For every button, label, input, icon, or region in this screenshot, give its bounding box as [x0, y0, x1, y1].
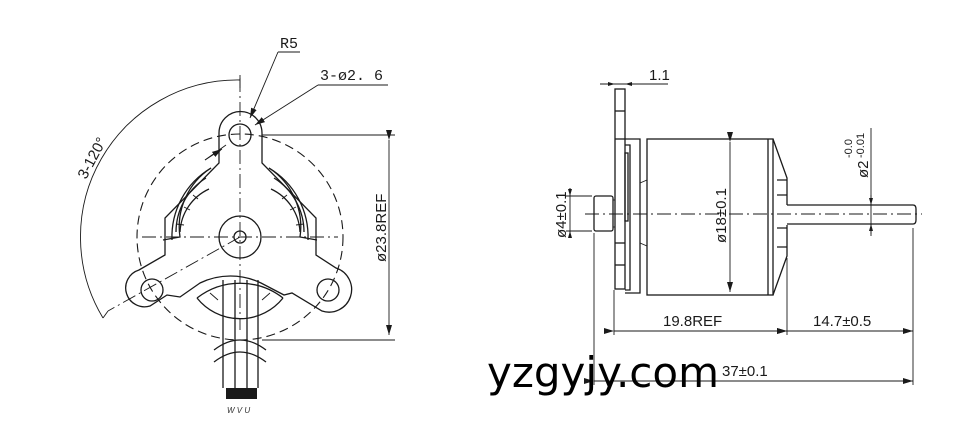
side-view: 1.1 ø4±0.1 ø18±0.1 ø2 -0.0 -0.01 19.8REF…	[553, 67, 922, 385]
shaft	[787, 204, 917, 225]
boss-diameter-label: ø4±0.1	[553, 191, 570, 238]
shaft-length-label: 14.7±0.5	[813, 313, 871, 330]
body-diameter-label: ø18±0.1	[713, 188, 730, 243]
hub-outer	[218, 215, 262, 259]
front-view: W V U ø23.8REF R5 3-ø2. 6 3-120°	[75, 36, 395, 415]
radius-label: R5	[280, 36, 298, 53]
wire-bundle	[213, 280, 267, 399]
bolt-circle-label: ø23.8REF	[373, 194, 390, 262]
flange-plate	[614, 88, 626, 290]
angle-label: 3-120°	[75, 135, 111, 182]
shaft-tol-upper: -0.0	[843, 139, 855, 158]
overall-length-label: 37±0.1	[722, 363, 768, 380]
flange-thickness-label: 1.1	[649, 67, 670, 84]
mount-hole-label: 3-ø2. 6	[320, 68, 383, 85]
wire-connector	[226, 388, 257, 399]
front-boss	[593, 195, 614, 232]
shaft-tol-lower: -0.01	[855, 133, 867, 158]
hub-inner	[233, 230, 247, 244]
shaft-diameter-label: ø2	[855, 160, 872, 178]
angle-arc	[80, 79, 241, 319]
mount-hole-top	[228, 123, 252, 147]
watermark: yzgyjy.com	[487, 348, 720, 397]
body-length-label: 19.8REF	[663, 313, 722, 330]
mount-hole-left	[140, 278, 164, 302]
motor-body	[646, 138, 774, 296]
mount-hole-right	[316, 278, 340, 302]
wire-labels: W V U	[227, 406, 250, 415]
